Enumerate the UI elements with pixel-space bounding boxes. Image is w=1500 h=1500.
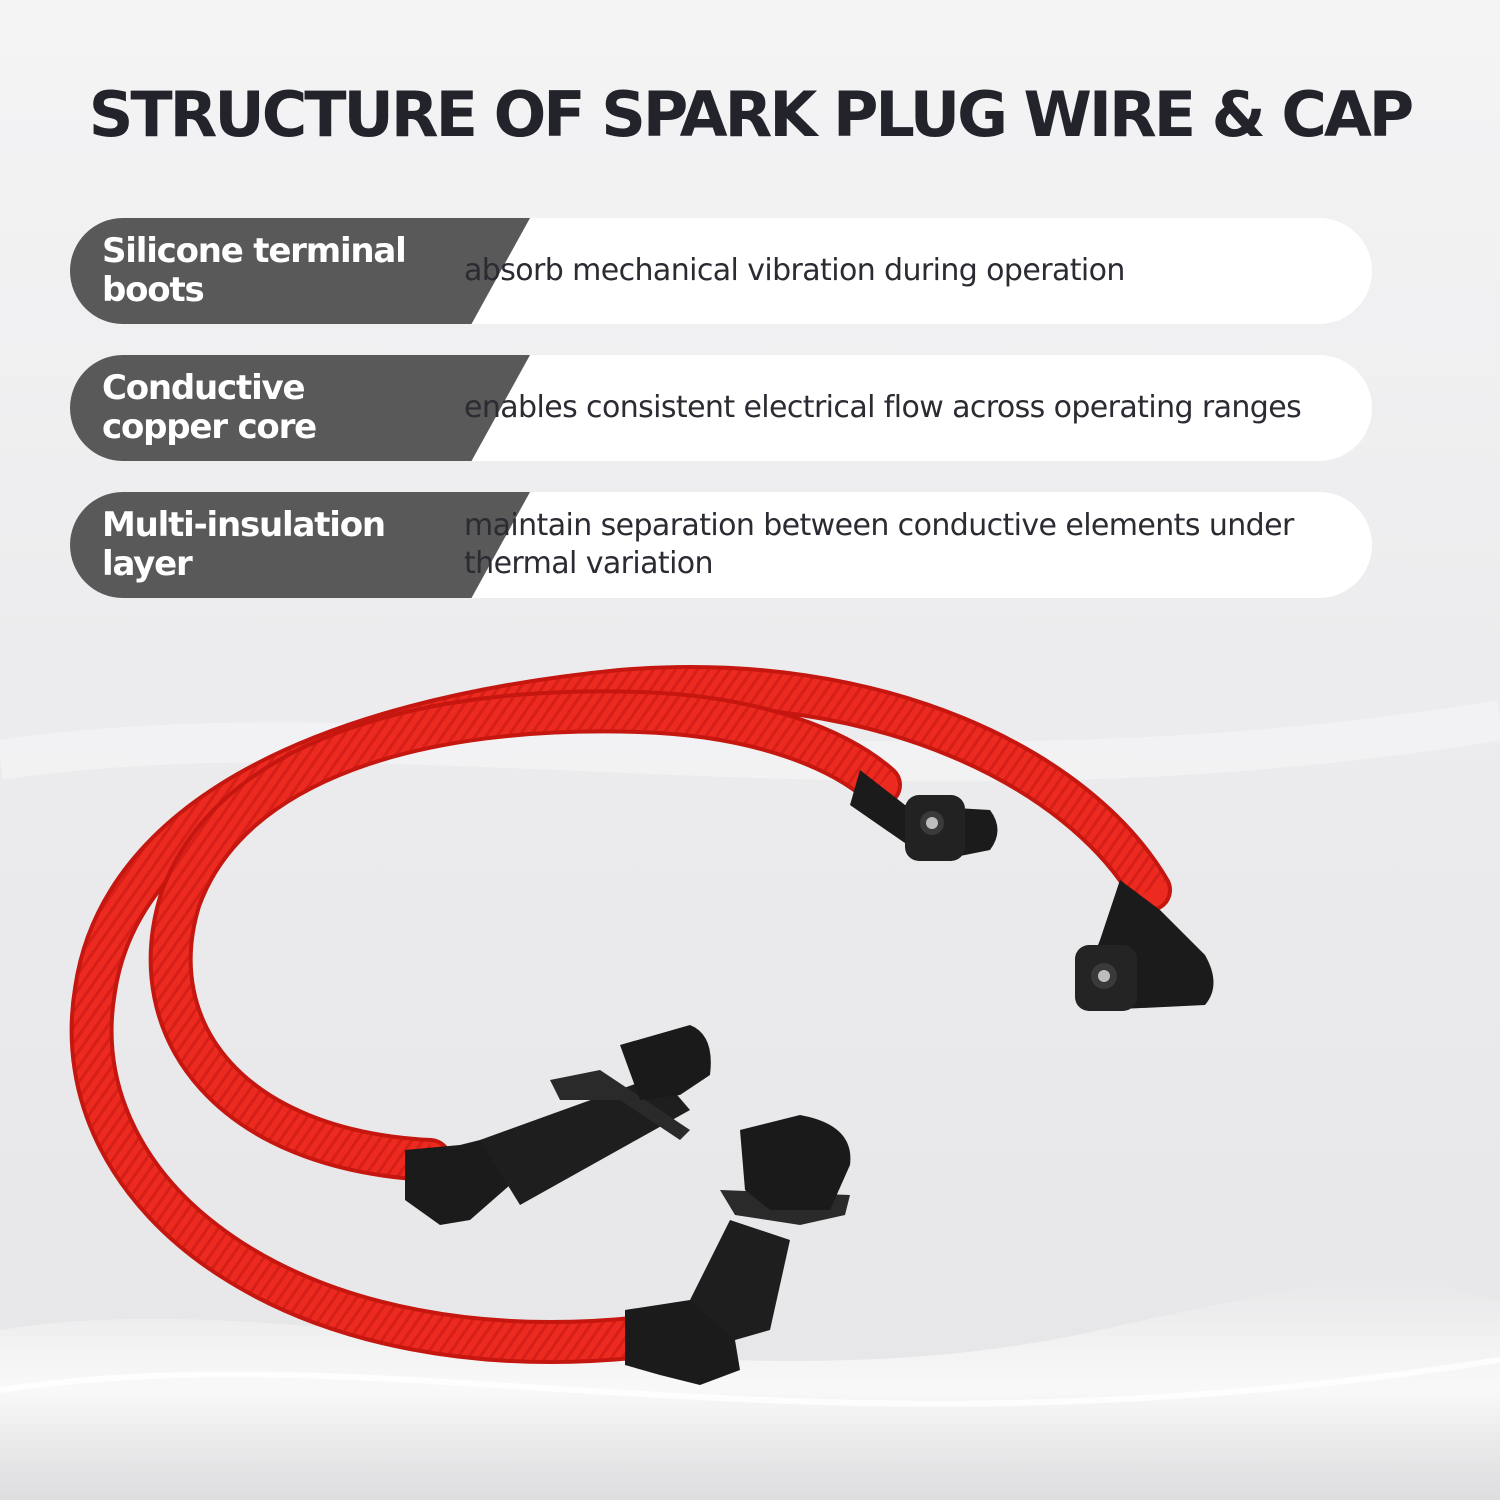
spark-plug-boot-2	[625, 1115, 851, 1385]
distributor-boot-1	[850, 770, 998, 861]
spark-plug-boot-1	[405, 1025, 711, 1225]
wire-inner	[148, 689, 902, 1182]
distributor-boot-2	[1075, 880, 1214, 1011]
label-background	[70, 355, 460, 461]
label-background	[70, 218, 460, 324]
feature-label: Silicone terminal boots	[102, 231, 407, 310]
feature-description: absorb mechanical vibration during opera…	[464, 253, 1125, 288]
feature-description: maintain separation between conductive e…	[464, 508, 1294, 581]
feature-description: enables consistent electrical flow acros…	[464, 390, 1302, 425]
feature-row-copper-core: Conductive copper core enables consisten…	[70, 355, 1372, 461]
feature-row-silicone-boots: Silicone terminal boots absorb mechanica…	[70, 218, 1372, 324]
feature-row-insulation-layer: Multi-insulation layer maintain separati…	[70, 492, 1372, 598]
spark-plug-wire-image	[69, 665, 1214, 1385]
label-background	[70, 492, 460, 598]
feature-label: Multi-insulation layer	[102, 505, 386, 584]
page-title: STRUCTURE OF SPARK PLUG WIRE & CAP	[88, 78, 1415, 151]
feature-label: Conductive copper core	[102, 368, 317, 447]
